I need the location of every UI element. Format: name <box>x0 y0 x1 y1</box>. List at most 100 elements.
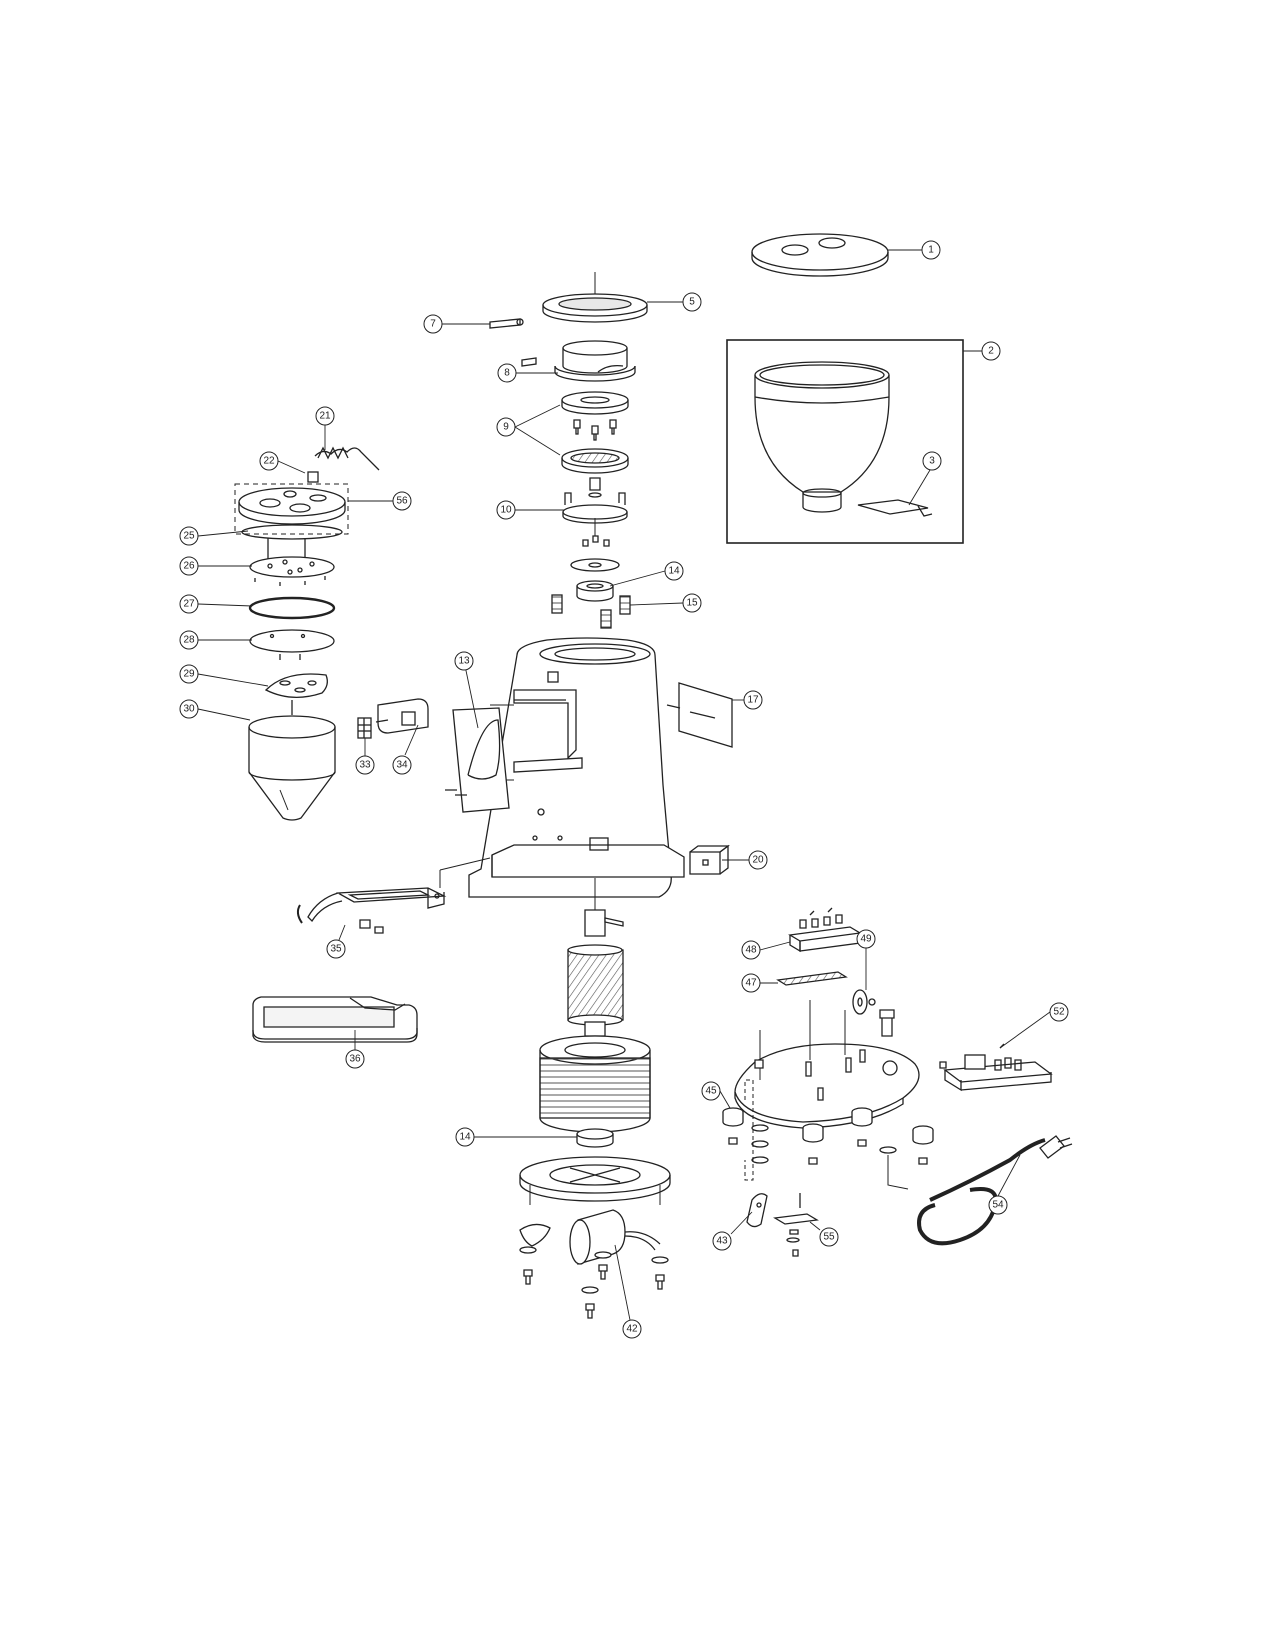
terminal-block-48 <box>788 907 862 953</box>
callout-36 <box>345 1049 365 1069</box>
doser-cover <box>238 487 346 525</box>
callout-47 <box>741 973 761 993</box>
hopper-detail-box <box>726 339 964 544</box>
callout-3 <box>922 451 942 471</box>
clip-43 <box>746 1193 768 1228</box>
callout-label-13: 13 <box>458 656 470 667</box>
hopper-gate <box>857 499 933 517</box>
drip-tray <box>252 996 418 1043</box>
capacitor-42 <box>519 1209 661 1265</box>
terminal-strip-47 <box>776 971 848 986</box>
callout-56 <box>392 491 412 511</box>
callout-48 <box>741 940 761 960</box>
callout-52 <box>1049 1002 1069 1022</box>
motor-base <box>519 1156 671 1205</box>
callout-labels: 1 2 3 5 7 8 9 10 13 14 15 17 20 21 22 25… <box>183 245 1065 1335</box>
callout-21 <box>315 406 335 426</box>
callout-9 <box>496 417 516 437</box>
callouts <box>179 240 1069 1339</box>
callout-1 <box>921 240 941 260</box>
callout-29 <box>179 664 199 684</box>
hopper <box>754 361 890 513</box>
motor-stator <box>539 1035 651 1133</box>
callout-label-14-lower: 14 <box>459 1132 471 1143</box>
callout-label-20: 20 <box>752 855 764 866</box>
callout-label-55: 55 <box>823 1232 835 1243</box>
callout-label-8: 8 <box>504 368 510 379</box>
doser-lever-29 <box>264 673 328 715</box>
spring-21 <box>314 446 380 471</box>
gasket-27 <box>248 596 336 620</box>
callout-20 <box>748 850 768 870</box>
doser-cover-outline <box>234 483 349 535</box>
springs <box>551 594 631 629</box>
leader-lines <box>197 249 1051 1321</box>
burr-screws <box>573 419 617 441</box>
callout-label-28: 28 <box>183 635 195 646</box>
callout-label-1: 1 <box>928 245 934 256</box>
callout-label-43: 43 <box>716 1236 728 1247</box>
callout-49 <box>856 929 876 949</box>
callout-15 <box>682 593 702 613</box>
bearing-plate <box>570 558 620 572</box>
callout-label-10: 10 <box>500 505 512 516</box>
callout-label-9: 9 <box>503 422 509 433</box>
callout-45 <box>701 1081 721 1101</box>
callout-55 <box>819 1227 839 1247</box>
lower-screws <box>582 535 610 547</box>
base-screws <box>519 1246 669 1319</box>
burr-carrier <box>554 340 636 382</box>
adjustment-screw <box>489 318 524 329</box>
callout-label-26: 26 <box>183 561 195 572</box>
callout-label-25: 25 <box>183 531 195 542</box>
motor-rotor <box>567 944 624 1037</box>
callout-34 <box>392 755 412 775</box>
callout-label-35: 35 <box>330 944 342 955</box>
grounding-parts <box>744 1079 769 1181</box>
lower-burr <box>561 448 629 474</box>
callout-5 <box>682 292 702 312</box>
side-panel-17 <box>666 682 733 748</box>
bracket-34 <box>375 698 429 734</box>
callout-label-29: 29 <box>183 669 195 680</box>
callout-label-30: 30 <box>183 704 195 715</box>
callout-label-47: 47 <box>745 978 757 989</box>
callout-label-2: 2 <box>988 346 994 357</box>
callout-28 <box>179 630 199 650</box>
callout-label-54: 54 <box>992 1200 1004 1211</box>
hopper-lid <box>751 233 889 277</box>
callout-30 <box>179 699 199 719</box>
nut-22 <box>307 471 319 483</box>
callout-label-33: 33 <box>359 760 371 771</box>
motor-shaft <box>584 909 624 937</box>
bracket-55 <box>773 1193 819 1257</box>
callout-14-upper <box>664 561 684 581</box>
callout-label-21: 21 <box>319 411 331 422</box>
callout-label-45: 45 <box>705 1086 717 1097</box>
callout-label-17: 17 <box>747 695 759 706</box>
side-panel-13 <box>445 707 510 813</box>
callout-label-15: 15 <box>686 598 698 609</box>
upper-bearing <box>576 580 614 602</box>
callout-label-52: 52 <box>1053 1007 1065 1018</box>
doser-plate-28 <box>249 629 335 660</box>
callout-label-42: 42 <box>626 1324 638 1335</box>
grommet-49 <box>852 989 895 1037</box>
spacer-33 <box>357 717 372 739</box>
callout-label-7: 7 <box>430 319 436 330</box>
callout-label-56: 56 <box>396 496 408 507</box>
upper-burr <box>561 391 629 415</box>
callout-label-27: 27 <box>183 599 195 610</box>
callout-label-49: 49 <box>860 934 872 945</box>
callout-label-3: 3 <box>929 456 935 467</box>
callout-label-36: 36 <box>349 1054 361 1065</box>
callout-35 <box>326 939 346 959</box>
callout-label-14-upper: 14 <box>668 566 680 577</box>
rubber-feet-45 <box>722 1107 934 1165</box>
callout-33 <box>355 755 375 775</box>
callout-label-5: 5 <box>689 297 695 308</box>
callout-14-lower <box>455 1127 475 1147</box>
lower-bearing <box>576 1128 614 1148</box>
callout-10 <box>496 500 516 520</box>
